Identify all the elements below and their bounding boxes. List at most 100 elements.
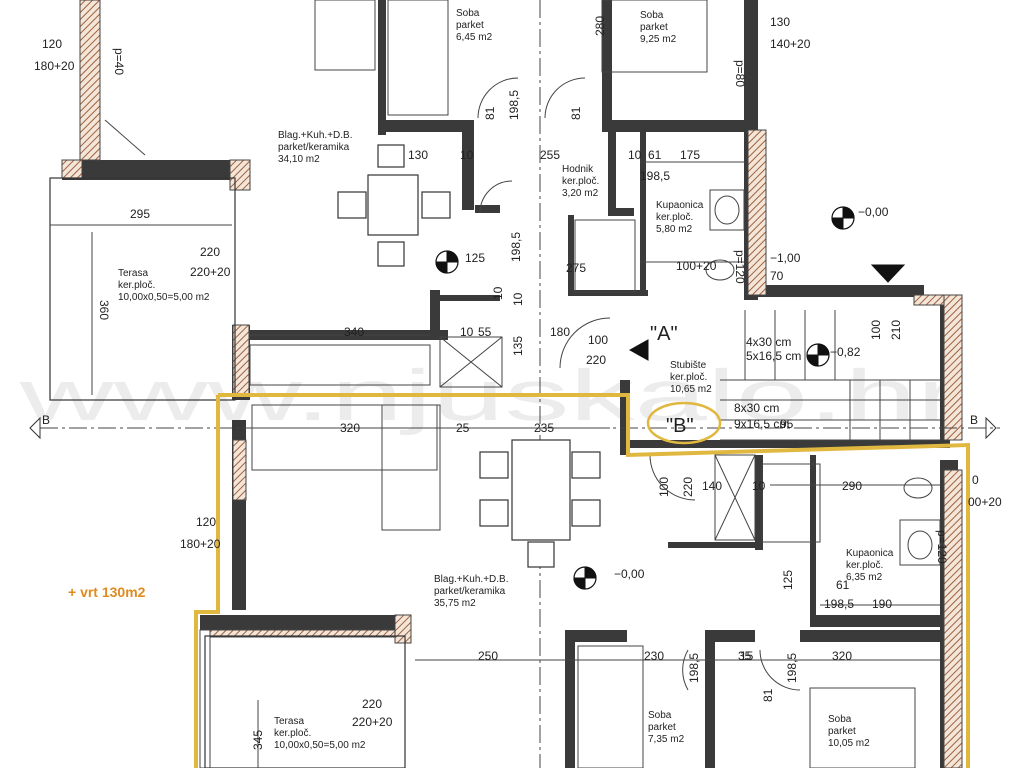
dimension-49: 290 bbox=[842, 479, 862, 493]
dimension-20: −0,00 bbox=[858, 205, 889, 219]
dimension-3: 140+20 bbox=[770, 37, 811, 51]
dimension-25: 10 bbox=[491, 286, 505, 300]
room-label-hodnik-line-1: ker.ploč. bbox=[562, 176, 599, 187]
room-label-hodnik-line-0: Hodnik bbox=[562, 164, 594, 175]
dimension-58: 230 bbox=[644, 649, 664, 663]
room-label-stubiste-line-0: Stubište bbox=[670, 360, 707, 371]
terrace-outlines bbox=[49, 177, 406, 768]
dimension-67: p=80 bbox=[733, 60, 747, 87]
room-label-kupaonica-lower-line-1: ker.ploč. bbox=[846, 560, 883, 571]
dimension-60: 81 bbox=[761, 688, 775, 702]
dimension-50: 120 bbox=[196, 515, 216, 529]
dimension-45: 100 bbox=[657, 477, 671, 497]
dimension-35: 5x16,5 cm bbox=[746, 349, 801, 363]
room-label-soba-3-line-1: parket bbox=[648, 722, 676, 733]
dimension-17: 81 bbox=[569, 106, 583, 120]
dimension-38: 210 bbox=[889, 320, 903, 340]
dimension-59: 198,5 bbox=[687, 653, 701, 683]
room-label-blag-lower-line-1: parket/keramika bbox=[434, 586, 506, 597]
dimension-36: −0,82 bbox=[830, 345, 861, 359]
dimension-72: 0 bbox=[972, 473, 979, 487]
dimension-27: 10 bbox=[460, 325, 474, 339]
dimension-56: 190 bbox=[872, 597, 892, 611]
dimension-19: 125 bbox=[465, 251, 485, 265]
dimension-40: 9x16,5 cm bbox=[734, 417, 789, 431]
garden-area-annotation: + vrt 130m2 bbox=[68, 584, 146, 600]
dimension-30: 100 bbox=[588, 333, 608, 347]
room-label-blag-upper-line-0: Blag.+Kuh.+D.B. bbox=[278, 130, 353, 141]
dimension-51: 180+20 bbox=[180, 537, 221, 551]
room-label-terasa-upper-line-0: Terasa bbox=[118, 268, 148, 279]
dimension-44: 235 bbox=[534, 421, 554, 435]
dimension-62: 320 bbox=[832, 649, 852, 663]
dimension-43: 25 bbox=[456, 421, 470, 435]
section-label-right: B bbox=[970, 413, 978, 427]
dimension-68: p=120 bbox=[733, 250, 747, 284]
room-label-soba-3-line-0: Soba bbox=[648, 710, 672, 721]
dining-furniture bbox=[337, 144, 601, 568]
dimension-63: 220 bbox=[362, 697, 382, 711]
exterior-hatched-walls bbox=[61, 0, 963, 768]
room-label-blag-upper-line-1: parket/keramika bbox=[278, 142, 350, 153]
room-label-blag-lower-line-2: 35,75 m2 bbox=[434, 598, 476, 609]
dimension-39: 8x30 cm bbox=[734, 401, 779, 415]
dimension-6: 220+20 bbox=[190, 265, 231, 279]
room-label-stubiste-line-2: 10,65 m2 bbox=[670, 384, 712, 395]
dimension-28: 55 bbox=[478, 325, 492, 339]
dimension-54: 61 bbox=[836, 578, 850, 592]
room-label-blag-upper-line-2: 34,10 m2 bbox=[278, 154, 320, 165]
dimension-32: 135 bbox=[511, 336, 525, 356]
dimension-5: 220 bbox=[200, 245, 220, 259]
door-swings bbox=[104, 77, 801, 691]
room-label-soba-2-line-1: parket bbox=[640, 22, 668, 33]
dimension-13: 175 bbox=[680, 148, 700, 162]
unit-b-highlight-left bbox=[194, 395, 220, 768]
room-label-kupaonica-lower-line-2: 6,35 m2 bbox=[846, 572, 883, 583]
dimension-74: 35 bbox=[738, 649, 752, 663]
room-label-kupaonica-upper-line-2: 5,80 m2 bbox=[656, 224, 693, 235]
room-label-kupaonica-lower-line-0: Kupaonica bbox=[846, 548, 894, 559]
room-label-terasa-lower-line-2: 10,00x0,50=5,00 m2 bbox=[274, 740, 366, 751]
staircase bbox=[720, 310, 940, 441]
dimension-22: 70 bbox=[770, 269, 784, 283]
room-label-kupaonica-upper-line-1: ker.ploč. bbox=[656, 212, 693, 223]
room-label-terasa-upper-line-1: ker.ploč. bbox=[118, 280, 155, 291]
dimension-69: p=120 bbox=[935, 530, 949, 564]
dimension-65: 345 bbox=[251, 730, 265, 750]
dimension-48: 10 bbox=[752, 479, 766, 493]
dimension-26: 340 bbox=[344, 325, 364, 339]
room-label-terasa-lower-line-1: ker.ploč. bbox=[274, 728, 311, 739]
dimension-24: 275 bbox=[566, 261, 586, 275]
dimension-53: 125 bbox=[781, 570, 795, 590]
room-label-soba-2-line-0: Soba bbox=[640, 10, 664, 21]
dimension-8: 130 bbox=[408, 148, 428, 162]
dimension-1: 180+20 bbox=[34, 59, 75, 73]
room-label-kupaonica-upper-line-0: Kupaonica bbox=[656, 200, 704, 211]
dimension-7: 360 bbox=[97, 300, 111, 320]
unit-b-marker-circle bbox=[646, 401, 722, 445]
room-label-soba-4-line-2: 10,05 m2 bbox=[828, 738, 870, 749]
dimension-15: 81 bbox=[483, 106, 497, 120]
dimension-61: 198,5 bbox=[785, 653, 799, 683]
level-markers bbox=[435, 206, 906, 590]
room-label-terasa-upper-line-2: 10,00x0,50=5,00 m2 bbox=[118, 292, 210, 303]
dimension-9: 10 bbox=[460, 148, 474, 162]
room-label-soba-2-line-2: 9,25 m2 bbox=[640, 34, 677, 45]
section-arrow-left bbox=[29, 416, 41, 440]
dimension-0: 120 bbox=[42, 37, 62, 51]
dimension-57: 250 bbox=[478, 649, 498, 663]
dimension-11: 10 bbox=[628, 148, 642, 162]
room-label-terasa-lower-line-0: Terasa bbox=[274, 716, 304, 727]
dimension-14: 198,5 bbox=[640, 169, 670, 183]
dimension-42: 320 bbox=[340, 421, 360, 435]
dimension-46: 220 bbox=[681, 477, 695, 497]
dimension-31: 220 bbox=[586, 353, 606, 367]
dimension-52: −0,00 bbox=[614, 567, 645, 581]
room-label-soba-1-line-1: parket bbox=[456, 20, 484, 31]
dimension-29: 180 bbox=[550, 325, 570, 339]
dimension-73: 00+20 bbox=[968, 495, 1002, 509]
room-label-blag-lower-line-0: Blag.+Kuh.+D.B. bbox=[434, 574, 509, 585]
section-arrow-right bbox=[985, 416, 997, 440]
